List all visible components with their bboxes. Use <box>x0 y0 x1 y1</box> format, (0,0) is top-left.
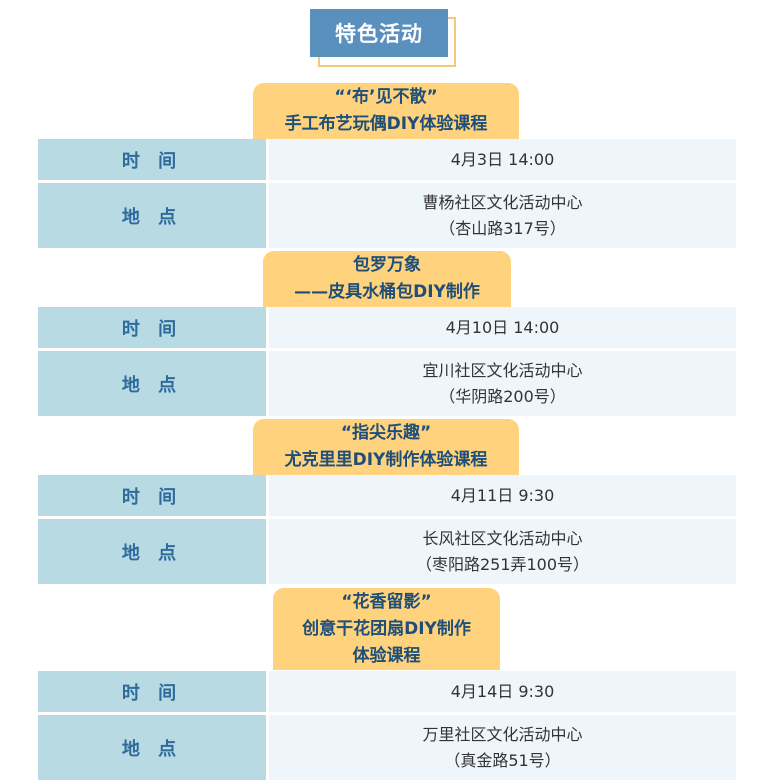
time-value: 4月11日 9:30 <box>269 475 736 516</box>
event-title-line: ——皮具水桶包DIY制作 <box>294 282 480 302</box>
event-title-tab: 包罗万象 ——皮具水桶包DIY制作 <box>263 251 511 307</box>
time-value: 4月14日 9:30 <box>269 671 736 712</box>
event-title-line: 创意干花团扇DIY制作 <box>302 618 471 639</box>
event-title-line: “指尖乐趣” <box>340 423 432 443</box>
event-title-line: 包罗万象 <box>353 255 421 275</box>
time-row: 时 间 4月10日 14:00 <box>38 307 736 348</box>
place-address: （真金路51号） <box>444 750 561 770</box>
place-value: 曹杨社区文化活动中心 （杏山路317号） <box>269 183 736 248</box>
time-label: 时 间 <box>38 475 266 516</box>
place-label: 地 点 <box>38 715 266 780</box>
event-title-line: 体验课程 <box>352 645 421 666</box>
event-title-line: 手工布艺玩偶DIY体验课程 <box>284 114 488 134</box>
event-title-tab: “指尖乐趣” 尤克里里DIY制作体验课程 <box>253 419 519 475</box>
place-address: （华阴路200号） <box>439 386 566 406</box>
place-name: 长风社区文化活动中心 <box>422 528 583 548</box>
place-name: 万里社区文化活动中心 <box>422 724 583 744</box>
time-row: 时 间 4月14日 9:30 <box>38 671 736 712</box>
place-row: 地 点 曹杨社区文化活动中心 （杏山路317号） <box>38 183 736 248</box>
event-title-tab: “‘布’见不散” 手工布艺玩偶DIY体验课程 <box>253 83 519 139</box>
time-row: 时 间 4月11日 9:30 <box>38 475 736 516</box>
section-header: 特色活动 <box>310 9 456 67</box>
time-label: 时 间 <box>38 671 266 712</box>
place-address: （杏山路317号） <box>439 218 566 238</box>
place-label: 地 点 <box>38 519 266 584</box>
time-label: 时 间 <box>38 307 266 348</box>
place-value: 长风社区文化活动中心 （枣阳路251弄100号） <box>269 519 736 584</box>
place-label: 地 点 <box>38 351 266 416</box>
place-label: 地 点 <box>38 183 266 248</box>
time-value: 4月3日 14:00 <box>269 139 736 180</box>
time-label: 时 间 <box>38 139 266 180</box>
place-address: （枣阳路251弄100号） <box>415 554 590 574</box>
place-row: 地 点 宜川社区文化活动中心 （华阴路200号） <box>38 351 736 416</box>
place-row: 地 点 万里社区文化活动中心 （真金路51号） <box>38 715 736 780</box>
place-value: 宜川社区文化活动中心 （华阴路200号） <box>269 351 736 416</box>
section-title: 特色活动 <box>310 9 448 57</box>
event-title-tab: “花香留影” 创意干花团扇DIY制作 体验课程 <box>273 588 500 670</box>
event-title-line: “‘布’见不散” <box>334 87 438 107</box>
event-title-line: 尤克里里DIY制作体验课程 <box>284 450 488 470</box>
event-title-line: “花香留影” <box>341 591 432 612</box>
place-value: 万里社区文化活动中心 （真金路51号） <box>269 715 736 780</box>
place-name: 曹杨社区文化活动中心 <box>422 192 583 212</box>
time-row: 时 间 4月3日 14:00 <box>38 139 736 180</box>
time-value: 4月10日 14:00 <box>269 307 736 348</box>
place-row: 地 点 长风社区文化活动中心 （枣阳路251弄100号） <box>38 519 736 584</box>
place-name: 宜川社区文化活动中心 <box>422 360 583 380</box>
